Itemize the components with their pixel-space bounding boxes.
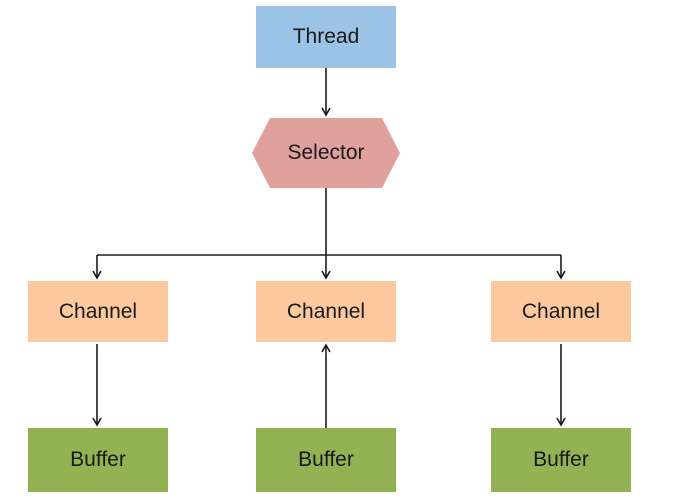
channel-node-left: Channel: [28, 281, 168, 342]
channel-label: Channel: [286, 299, 366, 323]
buffer-node-middle: Buffer: [256, 428, 396, 492]
thread-node: Thread: [256, 6, 396, 68]
buffer-node-right: Buffer: [491, 428, 631, 492]
buffer-label: Buffer: [533, 448, 589, 471]
buffer-node-left: Buffer: [28, 428, 168, 492]
channel-node-right: Channel: [491, 281, 631, 342]
selector-node: Selector: [252, 118, 400, 188]
buffer-label: Buffer: [298, 448, 354, 471]
buffer-label: Buffer: [70, 448, 126, 471]
channel-label: Channel: [521, 299, 601, 323]
channel-label: Channel: [58, 299, 138, 323]
channel-node-middle: Channel: [256, 281, 396, 342]
selector-label: Selector: [287, 141, 365, 164]
thread-label: Thread: [292, 25, 360, 48]
selector-shape: [252, 118, 400, 188]
